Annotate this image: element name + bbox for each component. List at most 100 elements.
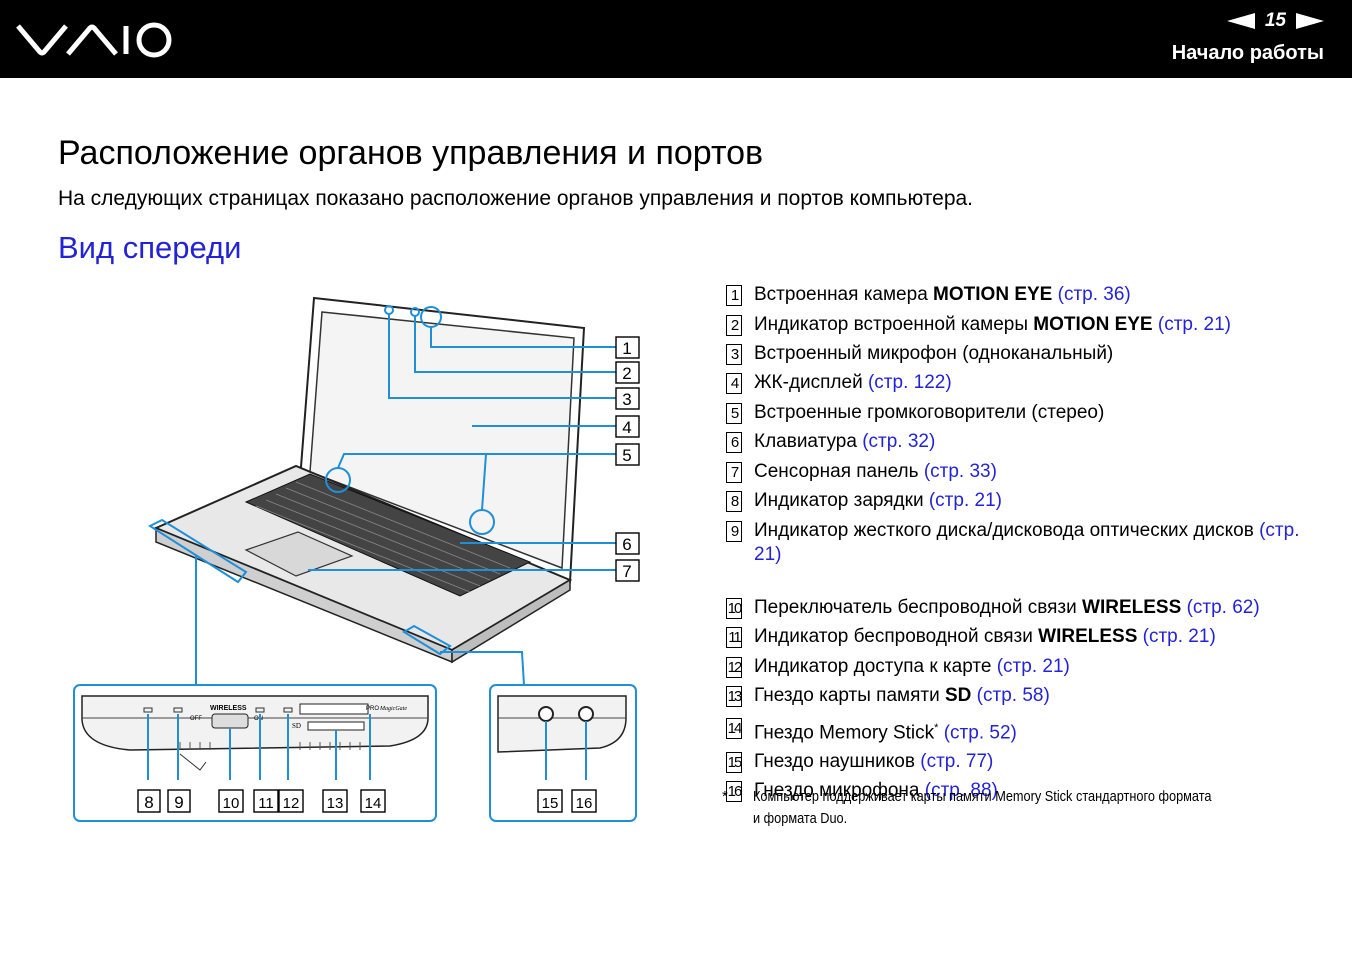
legend-text: Индикатор встроенной камеры MOTION EYE (…	[754, 314, 1231, 335]
intro-text: На следующих страницах показано располож…	[58, 187, 974, 210]
legend-item: 5 Встроенные громкоговорители (стерео)	[726, 401, 1306, 425]
front-panel-detail-right	[497, 695, 627, 780]
figure-label-8: 8	[144, 793, 153, 812]
legend-text: Встроенные громкоговорители (стерео)	[754, 402, 1105, 423]
legend-text: Сенсорная панель (стр. 33)	[754, 461, 997, 482]
legend-number: 11	[726, 627, 742, 648]
microphone-jack	[578, 706, 594, 722]
legend-text: Индикатор жесткого диска/дисковода оптич…	[754, 520, 1300, 565]
footnote-mark: *	[722, 788, 728, 805]
figure-label-7: 7	[622, 562, 631, 581]
legend-number: 8	[726, 491, 742, 512]
component-legend: 1 Встроенная камера MOTION EYE (стр. 36) 2…	[726, 283, 1306, 803]
legend-item: 1 Встроенная камера MOTION EYE (стр. 36)	[726, 283, 1306, 307]
legend-text: Гнездо Memory Stick* (стр. 52)	[754, 722, 1017, 744]
svg-text:OFF: OFF	[190, 716, 202, 722]
legend-item: 7 Сенсорная панель (стр. 33)	[726, 460, 1306, 484]
vaio-logo	[16, 22, 172, 58]
page-reference-link[interactable]: (стр. 21)	[1142, 626, 1216, 647]
legend-number: 13	[726, 686, 742, 707]
page-reference-link[interactable]: (стр. 21)	[928, 490, 1002, 511]
legend-number: 6	[726, 432, 742, 453]
legend-item: 11 Индикатор беспроводной связи WIRELESS …	[726, 625, 1306, 649]
figure-label-10: 10	[223, 795, 240, 812]
legend-text: Гнездо карты памяти SD (стр. 58)	[754, 685, 1050, 706]
legend-number: 4	[726, 373, 742, 394]
headphone-jack	[538, 706, 554, 722]
keyboard	[244, 473, 532, 597]
figure-label-12: 12	[283, 795, 300, 812]
section-title: Начало работы	[1171, 42, 1324, 64]
legend-item: 8 Индикатор зарядки (стр. 21)	[726, 489, 1306, 513]
page-reference-link[interactable]: (стр. 36)	[1057, 284, 1131, 305]
page-reference-link[interactable]: (стр. 77)	[920, 751, 994, 773]
legend-item: 13 Гнездо карты памяти SD (стр. 58)	[726, 684, 1306, 708]
legend-text: Гнездо наушников (стр. 77)	[754, 751, 994, 773]
page-number: 15	[1264, 10, 1286, 31]
lcd-screen	[309, 311, 575, 570]
svg-text:ON: ON	[254, 716, 263, 722]
page-reference-link[interactable]: (стр. 33)	[923, 461, 997, 482]
figure-label-2: 2	[622, 364, 631, 383]
svg-text:MagicGate: MagicGate	[379, 706, 407, 712]
legend-number: 1	[726, 285, 742, 306]
page-navigation: 15	[1226, 10, 1324, 32]
legend-text: Встроенная камера MOTION EYE (стр. 36)	[754, 284, 1131, 305]
legend-item: 2 Индикатор встроенной камеры MOTION EYE …	[726, 313, 1306, 337]
page-reference-link[interactable]: (стр. 21)	[996, 656, 1070, 677]
legend-text: Клавиатура (стр. 32)	[754, 431, 936, 452]
legend-number: 5	[726, 403, 742, 424]
legend-item: 16 Гнездо микрофона (стр. 88)	[726, 779, 1306, 803]
figure-label-15: 15	[542, 795, 559, 812]
page-reference-link[interactable]: (стр. 58)	[976, 685, 1050, 706]
page-reference-link[interactable]: (стр. 122)	[867, 372, 952, 393]
legend-item: 15 Гнездо наушников (стр. 77)	[726, 750, 1306, 774]
legend-item: 14 Гнездо Memory Stick* (стр. 52)	[726, 716, 1306, 745]
legend-number: 2	[726, 315, 742, 336]
legend-text: Гнездо микрофона (стр. 88)	[754, 780, 998, 802]
legend-item: 4 ЖК-дисплей (стр. 122)	[726, 371, 1306, 395]
legend-text: Индикатор доступа к карте (стр. 21)	[754, 656, 1070, 677]
legend-number: 9	[726, 521, 742, 542]
legend-text: Индикатор зарядки (стр. 21)	[754, 490, 1002, 511]
legend-number: 3	[726, 344, 742, 365]
subtitle: Вид спереди	[58, 230, 242, 265]
page-reference-link[interactable]: (стр. 88)	[924, 780, 998, 802]
page-reference-link[interactable]: (стр. 21)	[754, 520, 1300, 565]
page-reference-link[interactable]: (стр. 62)	[1186, 597, 1260, 618]
next-page-arrow-icon[interactable]	[1296, 13, 1324, 29]
legend-number: 10	[726, 598, 742, 619]
legend-text: Индикатор беспроводной связи WIRELESS (с…	[754, 626, 1216, 647]
wireless-switch	[211, 713, 249, 729]
figure-label-11: 11	[258, 795, 274, 812]
legend-number: 15	[726, 752, 742, 774]
figure-label-13: 13	[327, 795, 344, 812]
legend-item: 3 Встроенный микрофон (одноканальный)	[726, 342, 1306, 366]
page-title: Расположение органов управления и портов	[58, 134, 764, 172]
laptop-front-view-illustration: WIRELESS OFF ON PRO MagicGate SD	[73, 296, 640, 822]
figure-label-9: 9	[174, 793, 183, 812]
svg-text:WIRELESS: WIRELESS	[210, 705, 247, 712]
previous-page-arrow-icon[interactable]	[1226, 13, 1255, 29]
touchpad	[244, 531, 354, 577]
page-reference-link[interactable]: (стр. 21)	[1157, 314, 1231, 335]
legend-number: 7	[726, 462, 742, 483]
figure-label-3: 3	[622, 390, 631, 409]
header-bar: 15 Начало работы	[0, 0, 1352, 78]
legend-text: Встроенный микрофон (одноканальный)	[754, 343, 1114, 364]
figure-label-1: 1	[622, 339, 631, 358]
legend-item: 6 Клавиатура (стр. 32)	[726, 430, 1306, 454]
page-reference-link[interactable]: (стр. 32)	[862, 431, 936, 452]
page-reference-link[interactable]: (стр. 52)	[943, 722, 1017, 744]
front-panel-detail-left: WIRELESS OFF ON PRO MagicGate SD	[81, 695, 429, 780]
footnote: * Компьютер поддерживает карты памяти Me…	[722, 786, 1302, 830]
figure-label-16: 16	[576, 795, 593, 812]
figure-label-14: 14	[365, 795, 382, 812]
svg-text:PRO: PRO	[366, 706, 379, 712]
legend-number: 14	[726, 718, 742, 739]
legend-number: 16	[726, 781, 742, 803]
figure-label-4: 4	[622, 418, 631, 437]
legend-text: ЖК-дисплей (стр. 122)	[754, 372, 952, 393]
